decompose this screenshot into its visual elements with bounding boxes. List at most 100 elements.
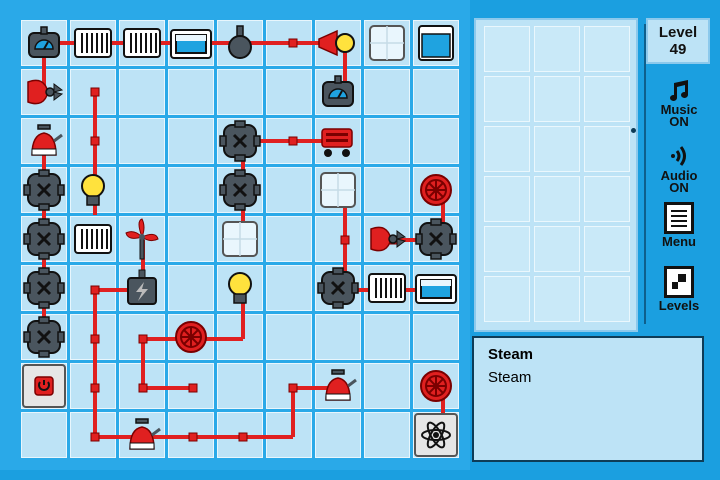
- inventory-slot[interactable]: [534, 76, 580, 122]
- board-cell[interactable]: [364, 412, 410, 458]
- lightbulb-icon[interactable]: [217, 265, 263, 311]
- generator-icon[interactable]: [119, 265, 165, 311]
- music-label: Music: [660, 102, 698, 117]
- inventory-scrollbar[interactable]: [644, 24, 646, 324]
- fan-red-icon[interactable]: [21, 69, 67, 115]
- board-cell[interactable]: [266, 314, 312, 360]
- inventory-slot[interactable]: [584, 226, 630, 272]
- inventory-slot[interactable]: [484, 176, 530, 222]
- inventory-slot[interactable]: [584, 176, 630, 222]
- junction-icon[interactable]: [21, 167, 67, 213]
- kettle-icon[interactable]: [315, 363, 361, 409]
- board-cell[interactable]: [315, 216, 361, 262]
- levels-button[interactable]: Levels: [644, 266, 714, 312]
- inventory-slot[interactable]: [534, 126, 580, 172]
- ice-block-icon[interactable]: [364, 20, 410, 66]
- junction-icon[interactable]: [217, 167, 263, 213]
- board-cell[interactable]: [119, 118, 165, 164]
- inventory-slot[interactable]: [584, 26, 630, 72]
- board-cell[interactable]: [413, 69, 459, 115]
- gauge-icon[interactable]: [315, 69, 361, 115]
- inventory-slot[interactable]: [484, 76, 530, 122]
- junction-icon[interactable]: [21, 265, 67, 311]
- reactor-icon[interactable]: [413, 412, 459, 458]
- board-cell[interactable]: [119, 69, 165, 115]
- game-board[interactable]: [0, 0, 470, 470]
- board-cell[interactable]: [413, 118, 459, 164]
- board-cell[interactable]: [168, 167, 214, 213]
- board-cell[interactable]: [266, 265, 312, 311]
- valve-wheel-icon[interactable]: [413, 167, 459, 213]
- horn-bulb-icon[interactable]: [315, 20, 361, 66]
- board-cell[interactable]: [364, 167, 410, 213]
- board-cell[interactable]: [315, 412, 361, 458]
- menu-button[interactable]: Menu: [644, 202, 714, 248]
- junction-icon[interactable]: [413, 216, 459, 262]
- radiator-icon[interactable]: [70, 20, 116, 66]
- inventory-slot[interactable]: [584, 76, 630, 122]
- board-cell[interactable]: [364, 118, 410, 164]
- board-cell[interactable]: [364, 363, 410, 409]
- audio-button[interactable]: Audio ON: [644, 144, 714, 194]
- inventory-slot[interactable]: [534, 226, 580, 272]
- inventory-slot[interactable]: [534, 176, 580, 222]
- power-button-icon[interactable]: [21, 363, 67, 409]
- junction-icon[interactable]: [315, 265, 361, 311]
- windmill-icon[interactable]: [119, 216, 165, 262]
- weight-icon[interactable]: [217, 20, 263, 66]
- inventory-slot[interactable]: [484, 126, 530, 172]
- valve-wheel-icon[interactable]: [168, 314, 214, 360]
- lightbulb-icon[interactable]: [70, 167, 116, 213]
- board-cell[interactable]: [217, 363, 263, 409]
- fan-red-icon[interactable]: [364, 216, 410, 262]
- board-cell[interactable]: [168, 216, 214, 262]
- board-cell[interactable]: [364, 314, 410, 360]
- inventory-slot[interactable]: [584, 276, 630, 322]
- board-cell[interactable]: [168, 265, 214, 311]
- inventory-slot[interactable]: [584, 126, 630, 172]
- pipe-joint: [288, 383, 298, 393]
- board-cell[interactable]: [266, 69, 312, 115]
- board-cell[interactable]: [217, 69, 263, 115]
- board-cell[interactable]: [168, 69, 214, 115]
- pipe-joint: [90, 87, 100, 97]
- ice-block-icon[interactable]: [217, 216, 263, 262]
- valve-wheel-icon[interactable]: [413, 363, 459, 409]
- junction-icon[interactable]: [217, 118, 263, 164]
- water-tank-icon[interactable]: [413, 20, 459, 66]
- boiler-tank-icon[interactable]: [168, 20, 214, 66]
- junction-icon[interactable]: [21, 314, 67, 360]
- radiator-icon[interactable]: [70, 216, 116, 262]
- inventory-slot[interactable]: [534, 276, 580, 322]
- inventory-slot[interactable]: [534, 26, 580, 72]
- kettle-icon[interactable]: [119, 412, 165, 458]
- board-cell[interactable]: [266, 216, 312, 262]
- inventory-grid[interactable]: [474, 18, 638, 332]
- scroll-handle[interactable]: [631, 128, 636, 133]
- music-state: ON: [669, 114, 689, 129]
- board-cell[interactable]: [21, 412, 67, 458]
- inventory-slot[interactable]: [484, 226, 530, 272]
- pipe-joint: [90, 432, 100, 442]
- engine-cart-icon[interactable]: [315, 118, 361, 164]
- boiler-tank-icon[interactable]: [413, 265, 459, 311]
- board-cell[interactable]: [119, 167, 165, 213]
- junction-icon[interactable]: [21, 216, 67, 262]
- board-cell[interactable]: [364, 69, 410, 115]
- music-button[interactable]: Music ON: [644, 80, 714, 128]
- kettle-icon[interactable]: [21, 118, 67, 164]
- gauge-icon[interactable]: [21, 20, 67, 66]
- board-cell[interactable]: [413, 314, 459, 360]
- board-cell[interactable]: [266, 167, 312, 213]
- inventory-slot[interactable]: [484, 26, 530, 72]
- pipe-joint: [90, 285, 100, 295]
- inventory-slot[interactable]: [484, 276, 530, 322]
- level-label: Level: [658, 24, 698, 41]
- sound-waves-icon: [671, 146, 686, 166]
- board-cell[interactable]: [315, 314, 361, 360]
- info-description: Steam: [488, 369, 532, 386]
- radiator-icon[interactable]: [364, 265, 410, 311]
- radiator-icon[interactable]: [119, 20, 165, 66]
- board-cell[interactable]: [168, 118, 214, 164]
- ice-block-icon[interactable]: [315, 167, 361, 213]
